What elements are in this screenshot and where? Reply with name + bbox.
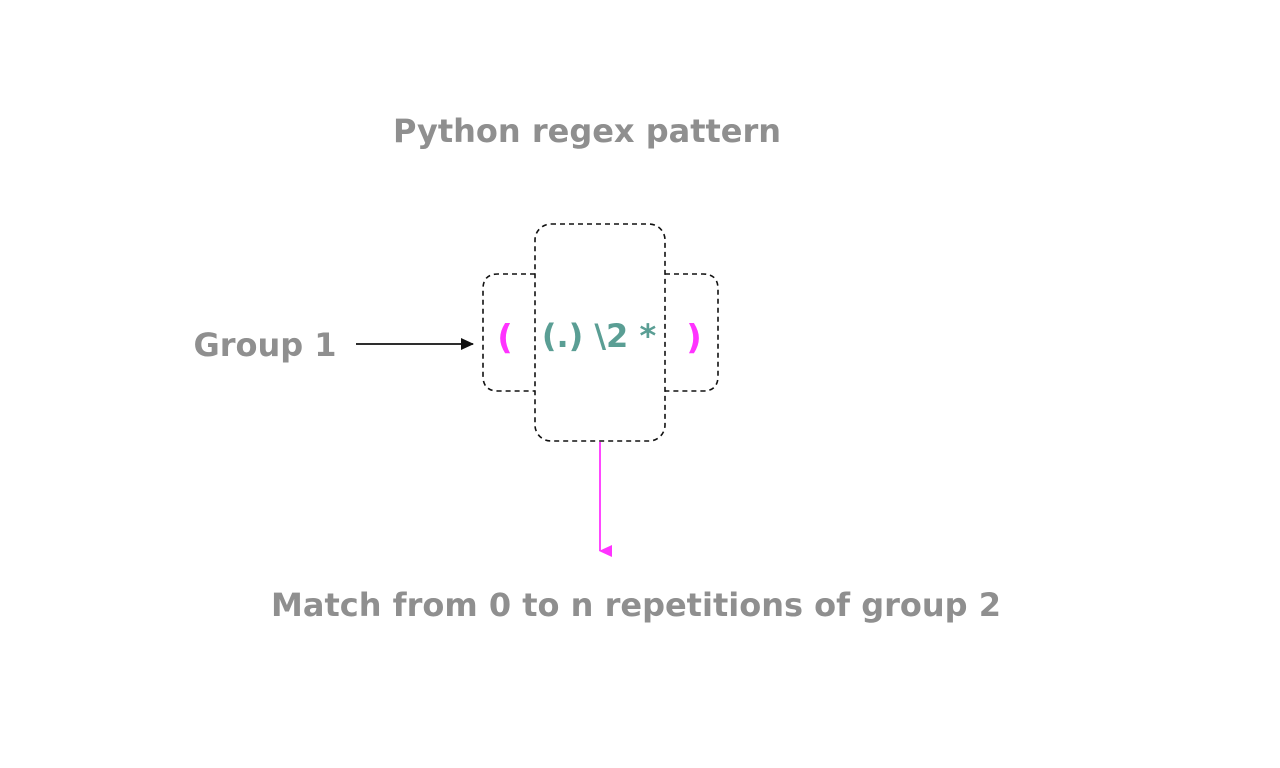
inner-pattern: (.) \2 *: [542, 317, 657, 355]
repetition-label: Match from 0 to n repetitions of group 2: [271, 586, 1001, 624]
outer-open-paren: (: [497, 318, 513, 358]
group-2-outline: [534, 223, 666, 442]
group-1-outline: [482, 273, 719, 392]
outer-close-paren: ): [686, 318, 702, 358]
diagram-title: Python regex pattern: [393, 112, 781, 150]
group-1-label: Group 1: [193, 326, 336, 364]
